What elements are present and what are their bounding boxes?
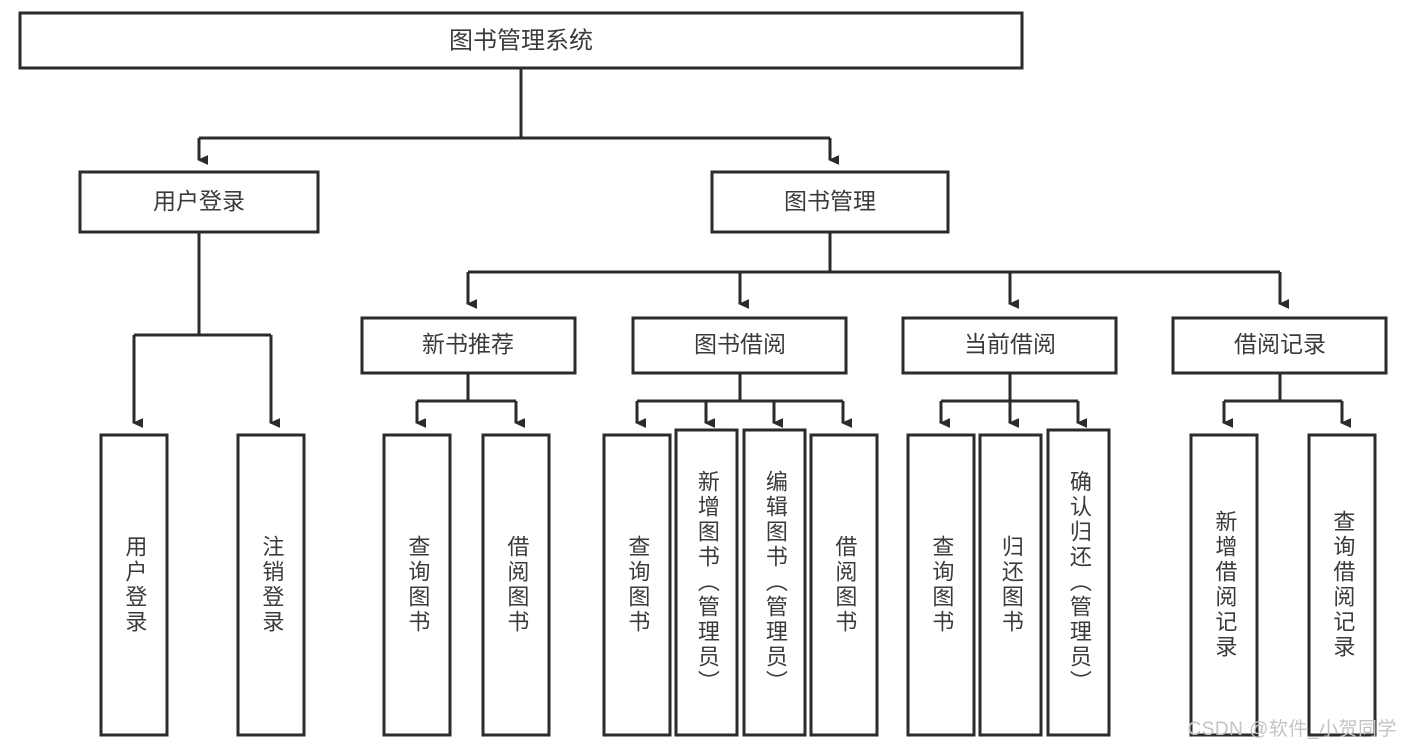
node-new-book-rec-box[interactable] [360,316,577,375]
node-leaf-query-book-1-box[interactable] [382,433,452,737]
node-book-borrow-label: 图书借阅 [694,331,786,357]
node-leaf-query-book-3-box[interactable] [906,433,976,737]
node-user-login-box[interactable] [78,170,320,234]
node-book-borrow-box[interactable] [631,316,848,375]
node-borrow-record-box[interactable] [1171,316,1388,375]
csdn-watermark: CSDN @软件_小贺同学 [1187,719,1397,740]
connector-bookmanage-to-level2 [466,232,1290,309]
node-user-login-label: 用户登录 [153,188,245,214]
node-root-box[interactable] [18,11,1024,70]
node-leaf-borrow-book-1-box[interactable] [481,433,551,737]
node-leaf-logout-box[interactable] [236,433,306,737]
node-leaf-user-login-box[interactable] [99,433,169,737]
connector-borrowrecord-to-leaves [1222,373,1352,428]
node-leaf-add-book-box[interactable] [674,428,739,737]
node-leaf-borrow-book-2-box[interactable] [809,433,879,737]
node-leaf-return-book-box[interactable] [978,433,1043,737]
connector-userlogin-to-leaves [132,232,281,428]
node-new-book-rec-label: 新书推荐 [422,331,514,357]
node-leaf-edit-book-box[interactable] [742,428,807,737]
connector-currentborrow-to-leaves [939,373,1088,428]
node-current-borrow-label: 当前借阅 [964,331,1056,357]
node-root-label: 图书管理系统 [449,27,593,54]
node-book-manage-label: 图书管理 [784,188,876,214]
node-leaf-query-book-2-box[interactable] [602,433,672,737]
node-borrow-record-label: 借阅记录 [1234,331,1326,357]
connector-bookborrow-to-leaves [635,373,853,428]
node-leaf-query-record-box[interactable] [1307,433,1377,737]
node-leaf-add-record-box[interactable] [1189,433,1259,737]
node-leaf-confirm-return-box[interactable] [1046,428,1111,737]
node-book-manage-box[interactable] [710,170,950,234]
node-current-borrow-box[interactable] [901,316,1118,375]
connector-newbook-to-leaves [415,373,526,428]
connector-root-to-level1 [197,68,840,165]
